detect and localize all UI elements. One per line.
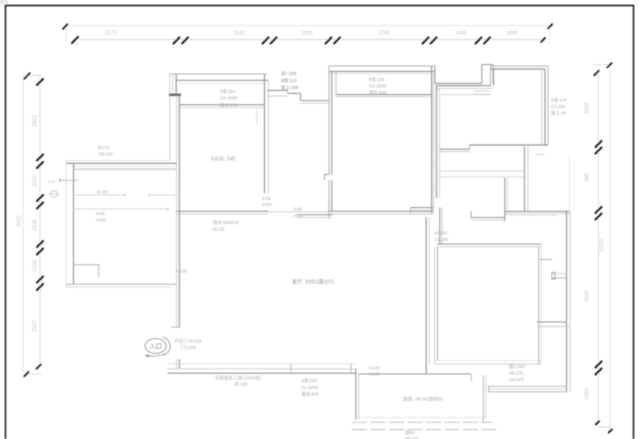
- svg-text:9423: 9423: [17, 215, 23, 227]
- svg-text:8.98: 8.98: [96, 211, 105, 216]
- svg-text:2630: 2630: [233, 31, 245, 37]
- svg-text:B1:26: B1:26: [213, 226, 225, 231]
- svg-text:B宽:110: B宽:110: [281, 77, 297, 84]
- svg-text:墙点:5590OK: 墙点:5590OK: [213, 219, 239, 226]
- svg-text:高+:300: 高+:300: [281, 70, 297, 77]
- svg-text:#120: #120: [293, 213, 303, 218]
- svg-text:门1:200: 门1:200: [181, 344, 197, 351]
- svg-text:窗高. 59.00(窗层6): 窗高. 59.00(窗层6): [403, 396, 443, 403]
- svg-text:窗台:500: 窗台:500: [369, 89, 387, 96]
- svg-text:C1L:90: C1L:90: [434, 237, 449, 242]
- svg-text:2537: 2537: [33, 320, 39, 332]
- svg-text:#230: #230: [96, 217, 106, 222]
- svg-text:9宽:354: 9宽:354: [220, 88, 236, 95]
- svg-text:1038: 1038: [33, 260, 39, 272]
- svg-text:#E263: #E263: [434, 231, 447, 236]
- svg-text:8宽:150: 8宽:150: [369, 76, 385, 83]
- svg-text:入口: 入口: [149, 344, 161, 351]
- svg-text:窗上:300: 窗上:300: [281, 84, 299, 91]
- svg-text:11505: 11505: [600, 238, 606, 252]
- svg-text:窗B#: 窗B#: [405, 429, 415, 436]
- svg-text:客厅. 5991(露台F): 客厅. 5991(露台F): [292, 277, 334, 285]
- svg-text:4:240: 4:240: [369, 371, 381, 376]
- svg-text:E40: E40: [48, 179, 56, 184]
- svg-text:窗上:3#: 窗上:3#: [551, 109, 566, 116]
- svg-text:B.100: B.100: [97, 190, 109, 195]
- svg-text:3175: 3175: [105, 31, 117, 37]
- svg-text:#.11B: #.11B: [176, 269, 187, 274]
- svg-text:1533: 1533: [33, 175, 39, 187]
- svg-text:C1:268: C1:268: [551, 104, 566, 109]
- svg-text:1880: 1880: [301, 31, 313, 37]
- svg-text:CB:229: CB:229: [98, 151, 113, 156]
- svg-text:#B.170: #B.170: [405, 436, 419, 439]
- svg-text:CK:2940: CK:2940: [369, 83, 387, 88]
- svg-text:#B.178: #B.178: [509, 370, 523, 375]
- svg-text:1550: 1550: [585, 388, 591, 400]
- svg-text:9.E26. 2x0: 9.E26. 2x0: [211, 157, 235, 163]
- svg-text:B宽:12#: B宽:12#: [551, 97, 567, 104]
- svg-text:城市: 城市: [0, 0, 9, 6]
- svg-text:2785: 2785: [378, 31, 390, 37]
- svg-text:1485: 1485: [455, 31, 467, 37]
- svg-text:CK:3998: CK:3998: [220, 96, 238, 101]
- svg-text:4320: 4320: [585, 290, 591, 302]
- svg-text:窗台:900: 窗台:900: [302, 391, 320, 398]
- svg-text:CL:2900: CL:2900: [302, 385, 319, 390]
- svg-text:1640: 1640: [506, 31, 518, 37]
- svg-text:0.68: 0.68: [262, 196, 271, 201]
- svg-text:985: 985: [585, 173, 591, 182]
- svg-text:CB:2#3: CB:2#3: [509, 377, 524, 382]
- svg-text:2050: 2050: [585, 102, 591, 114]
- svg-text:可视电话.门高:1700(位): 可视电话.门高:1700(位): [215, 375, 261, 382]
- svg-text:6:200: 6:200: [369, 365, 381, 370]
- svg-text:8宽:150: 8宽:150: [302, 377, 318, 384]
- svg-text:#120: #120: [262, 202, 272, 207]
- svg-text:窗C:400: 窗C:400: [509, 363, 526, 370]
- svg-text:底:120: 底:120: [235, 381, 248, 388]
- svg-text:6.68: 6.68: [293, 207, 302, 212]
- svg-text:2403: 2403: [33, 115, 39, 127]
- svg-text:窗台:900: 窗台:900: [220, 101, 238, 108]
- svg-text:子母门 #8:220: 子母门 #8:220: [174, 338, 202, 345]
- svg-text:B1:16: B1:16: [98, 145, 110, 150]
- svg-text:1938: 1938: [33, 219, 39, 231]
